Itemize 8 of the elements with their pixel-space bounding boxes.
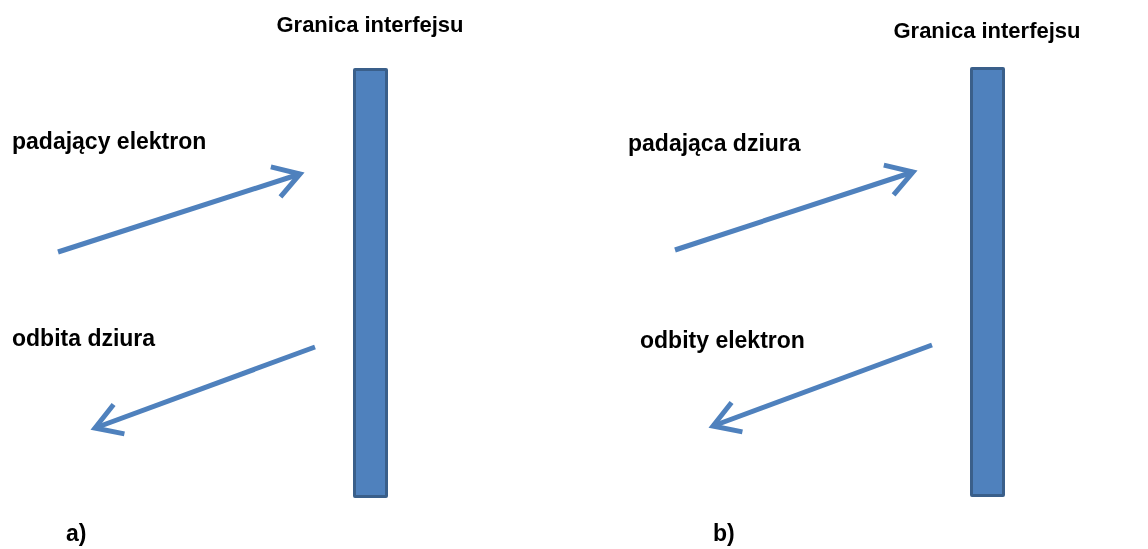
text-label: padający elektron — [12, 127, 207, 156]
text-label: odbita dziura — [12, 324, 156, 353]
interface-heading: Granica interfejsu — [892, 17, 1082, 45]
text-label: b) — [713, 519, 735, 548]
text-label: padająca dziura — [628, 129, 801, 158]
text-label: a) — [66, 519, 87, 548]
interface-heading: Granica interfejsu — [275, 11, 465, 39]
text-label: odbity elektron — [640, 326, 805, 355]
